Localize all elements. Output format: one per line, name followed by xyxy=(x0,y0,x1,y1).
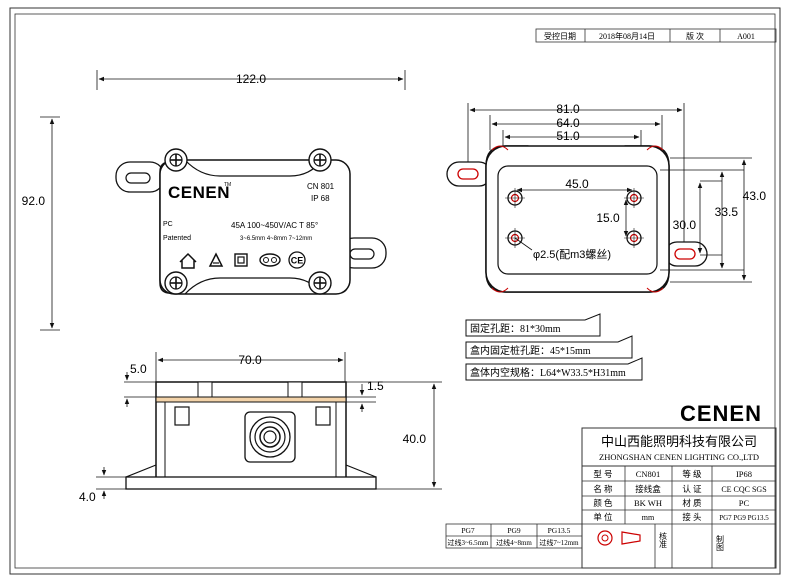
dim-15: 15.0 xyxy=(596,211,620,225)
ce-icon: CE xyxy=(288,251,306,269)
gland-header-2: PG9 xyxy=(507,526,521,535)
screw-icon xyxy=(308,271,332,295)
gland-value-1: 过线3~6.5mm xyxy=(448,538,489,547)
dim-70: 70.0 xyxy=(238,353,262,367)
lid-rating: 45A 100~450V/AC T 85° xyxy=(231,221,318,230)
header-block: 受控日期 2018年08月14日 版 次 A001 xyxy=(535,28,777,43)
note-1: 固定孔距：81*30mm xyxy=(470,322,561,335)
inner-frame xyxy=(14,13,776,569)
title-block: CENEN 中山西能照明科技有限公司 ZHONGSHAN CENEN LIGHT… xyxy=(581,401,777,569)
dim-335: 33.5 xyxy=(715,205,739,219)
side-view: 70.0 5.0 xyxy=(79,352,442,504)
dim-51: 51.0 xyxy=(556,129,580,143)
ccc-icon xyxy=(259,253,281,267)
row-value-unit: mm xyxy=(642,513,655,522)
row-label-model: 型 号 xyxy=(593,469,612,479)
title-logo: CENEN xyxy=(680,401,762,426)
draw-label: 制图 xyxy=(716,534,725,552)
hole-note: φ2.5(配m3螺丝) xyxy=(533,248,611,261)
screw-icon xyxy=(164,148,188,172)
dim-64: 64.0 xyxy=(556,116,580,130)
dim-92: 92.0 xyxy=(22,194,46,208)
gland-value-3: 过线7~12mm xyxy=(539,538,579,547)
gland-header-3: PG13.5 xyxy=(548,526,571,535)
row-value-model: CN801 xyxy=(636,469,661,479)
company-cn: 中山西能照明科技有限公司 xyxy=(601,434,757,449)
projection-symbol-icon xyxy=(597,530,641,546)
dim-122: 122.0 xyxy=(236,72,266,86)
post-icon xyxy=(505,188,525,208)
top-view: 122.0 92.0 xyxy=(22,70,406,331)
lid-tm: TM xyxy=(224,182,231,188)
row-label-color: 颜 色 xyxy=(593,498,613,508)
post-icon xyxy=(624,188,644,208)
row-label-unit: 单 位 xyxy=(593,512,613,522)
row-label-name: 名 称 xyxy=(593,484,613,494)
cable-gland-icon xyxy=(244,411,296,463)
lid-patented: Patented xyxy=(163,235,191,242)
dim-5: 5.0 xyxy=(130,362,147,376)
dim-30: 30.0 xyxy=(673,218,697,232)
row-label-connector: 接 头 xyxy=(682,512,702,522)
row-value-color: BK WH xyxy=(634,498,662,508)
header-version-value: A001 xyxy=(737,32,755,41)
check-label: 核准 xyxy=(659,531,668,549)
dim-4: 4.0 xyxy=(79,490,96,504)
lid-pc: PC xyxy=(163,221,173,228)
outer-frame xyxy=(9,7,781,575)
double-insulation-icon xyxy=(234,253,248,267)
gland-value-2: 过线4~8mm xyxy=(496,538,532,547)
gland-header-1: PG7 xyxy=(461,526,475,535)
lid-model: CN 801 xyxy=(307,182,335,191)
row-value-cert: CE CQC SGS xyxy=(721,485,766,494)
hole-view: 81.0 64.0 51.0 xyxy=(446,102,767,293)
row-label-material: 材 质 xyxy=(682,498,702,508)
header-date-label: 受控日期 xyxy=(544,31,576,41)
row-value-material: PC xyxy=(739,498,750,508)
gland-table: PG7 PG9 PG13.5 过线3~6.5mm 过线4~8mm 过线7~12m… xyxy=(445,523,583,549)
note-3: 盒体内空规格：L64*W33.5*H31mm xyxy=(470,366,626,379)
header-version-label: 版 次 xyxy=(686,31,704,41)
lid-wire-sizes: 3~6.5mm 4~8mm 7~12mm xyxy=(240,236,312,242)
dim-45: 45.0 xyxy=(565,177,589,191)
dim-43: 43.0 xyxy=(743,189,767,203)
recycle-icon xyxy=(208,252,224,267)
row-value-grade: IP68 xyxy=(736,469,752,479)
notes: 固定孔距：81*30mm 盒内固定桩孔距：45*15mm 盒体内空规格：L64*… xyxy=(465,313,643,381)
row-value-name: 接线盒 xyxy=(635,484,661,494)
note-2: 盒内固定桩孔距：45*15mm xyxy=(470,344,591,357)
post-icon xyxy=(624,228,644,248)
lid-brand: CENEN xyxy=(168,183,230,202)
header-date-value: 2018年08月14日 xyxy=(599,31,655,41)
row-value-connector: PG7 PG9 PG13.5 xyxy=(719,514,769,522)
svg-text:CE: CE xyxy=(291,256,304,266)
screw-icon xyxy=(164,271,188,295)
lid-ip: IP 68 xyxy=(311,194,330,203)
dim-81: 81.0 xyxy=(556,102,580,116)
dim-40: 40.0 xyxy=(403,432,427,446)
company-en: ZHONGSHAN CENEN LIGHTING CO.,LTD xyxy=(599,452,759,462)
screw-icon xyxy=(308,148,332,172)
row-label-grade: 等 级 xyxy=(682,469,702,479)
dim-1-5: 1.5 xyxy=(367,379,384,393)
house-icon xyxy=(179,252,197,269)
row-label-cert: 认 证 xyxy=(682,484,702,494)
